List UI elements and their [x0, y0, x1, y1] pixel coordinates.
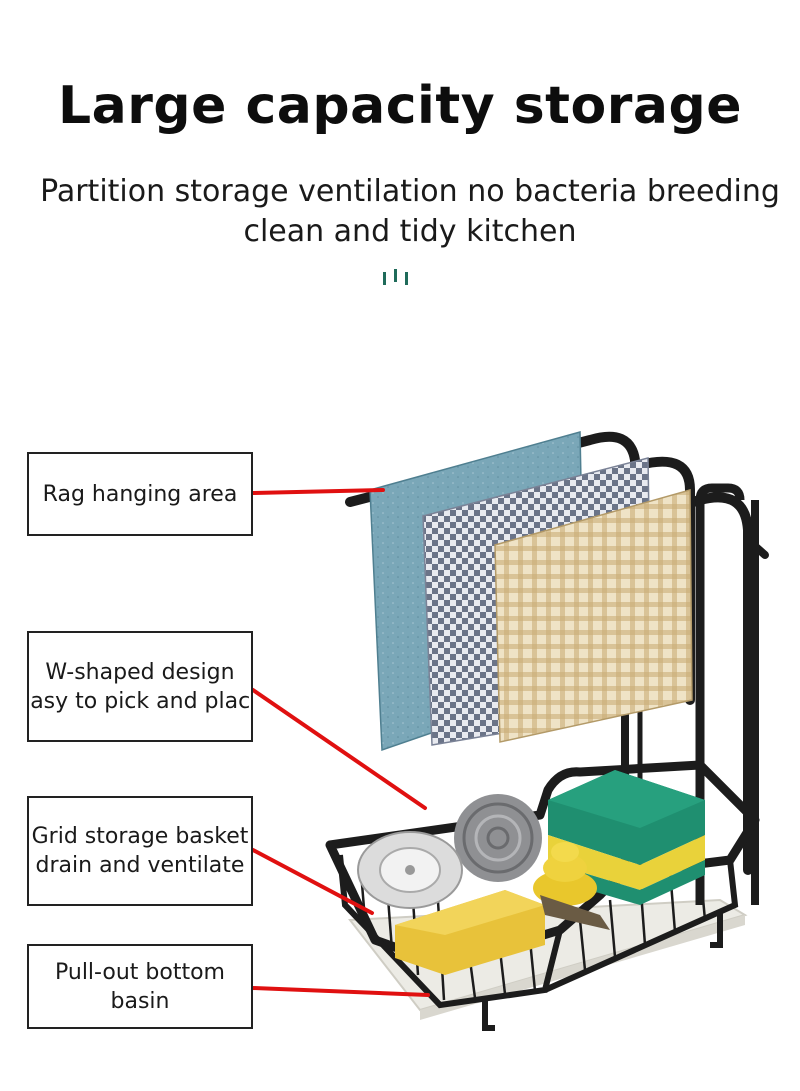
callout-text: basin [110, 988, 170, 1014]
callout-rag-hanging-area: Rag hanging area [27, 452, 253, 536]
callout-text: Easy to pick and place [27, 688, 253, 714]
callout-pull-out-basin: Pull-out bottom basin [27, 944, 253, 1029]
subtitle-line-1: Partition storage ventilation no bacteri… [40, 174, 780, 209]
page-title: Large capacity storage [58, 76, 742, 136]
callout-text: drain and ventilate [35, 853, 245, 878]
decorative-tick-marks-icon [383, 269, 408, 285]
subtitle-line-2: clean and tidy kitchen [243, 214, 577, 249]
callout-w-shaped-design: W-shaped design Easy to pick and place [27, 631, 253, 742]
callout-text: Rag hanging area [42, 481, 238, 507]
callout-text: Pull-out bottom [55, 959, 225, 985]
callout-text: Grid storage basket [31, 824, 249, 849]
callout-text: W-shaped design [45, 659, 235, 685]
callout-grid-storage-basket: Grid storage basket drain and ventilate [27, 796, 253, 906]
